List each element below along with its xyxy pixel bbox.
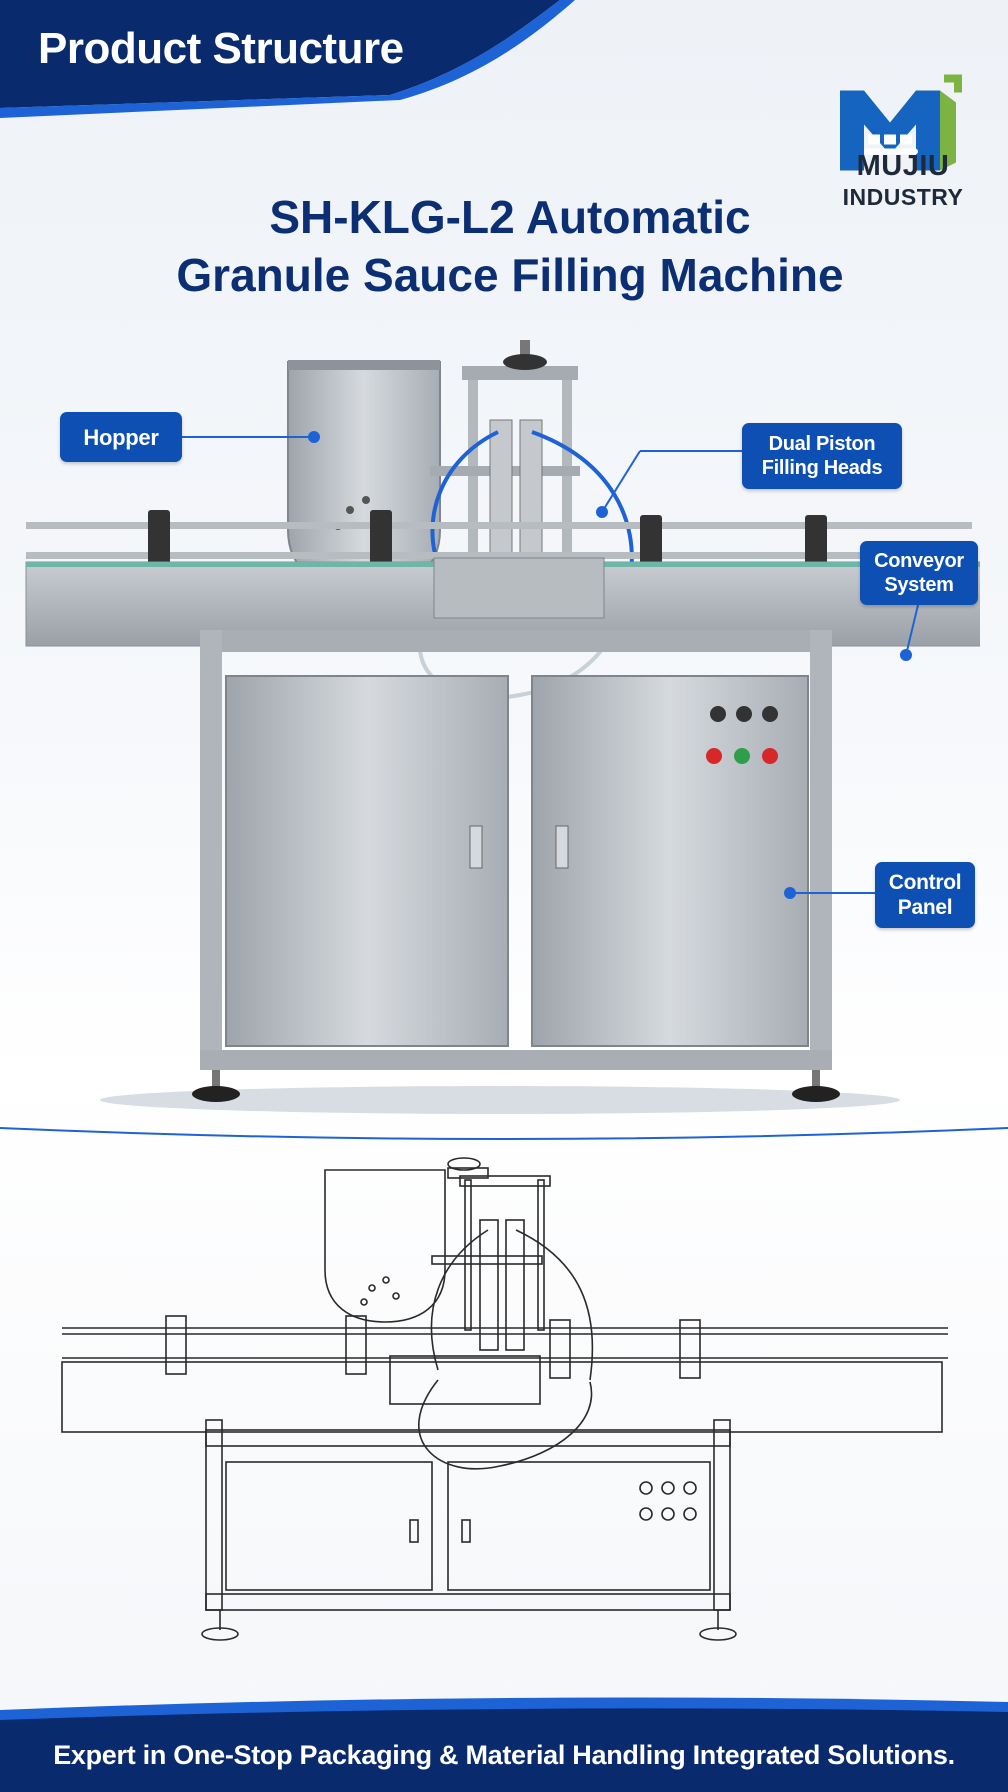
callout-dual-piston-filling-heads: Dual Piston Filling Heads — [742, 423, 902, 489]
footer-banner — [0, 1697, 1008, 1792]
callout-conveyor-line1: Conveyor — [874, 550, 964, 572]
footer-tagline: Expert in One-Stop Packaging & Material … — [53, 1740, 955, 1770]
logo-brand-subtitle: INDUSTRY — [842, 184, 964, 210]
callout-conveyor-line2: System — [884, 574, 954, 596]
section-divider — [0, 1127, 1008, 1140]
callout-control-line1: Control — [888, 871, 962, 894]
mujiu-logo-icon — [840, 74, 962, 171]
header-banner — [0, 0, 575, 118]
machine-photo — [25, 340, 980, 1114]
callout-dual-line1: Dual Piston — [768, 433, 876, 455]
callout-dual-line2: Filling Heads — [761, 457, 883, 479]
product-title-line2: Granule Sauce Filling Machine — [176, 249, 844, 301]
product-title: SH-KLG-L2 Automatic Granule Sauce Fillin… — [110, 188, 910, 304]
callout-control-line2: Panel — [897, 896, 953, 919]
callout-control-panel: Control Panel — [875, 862, 975, 928]
logo-brand-name: MUJIU — [856, 150, 950, 182]
machine-line-drawing — [61, 1157, 948, 1641]
callout-hopper: Hopper — [60, 412, 182, 462]
callout-conveyor-system: Conveyor System — [860, 541, 978, 605]
section-title: Product Structure — [38, 24, 404, 73]
product-title-line1: SH-KLG-L2 Automatic — [269, 191, 751, 243]
